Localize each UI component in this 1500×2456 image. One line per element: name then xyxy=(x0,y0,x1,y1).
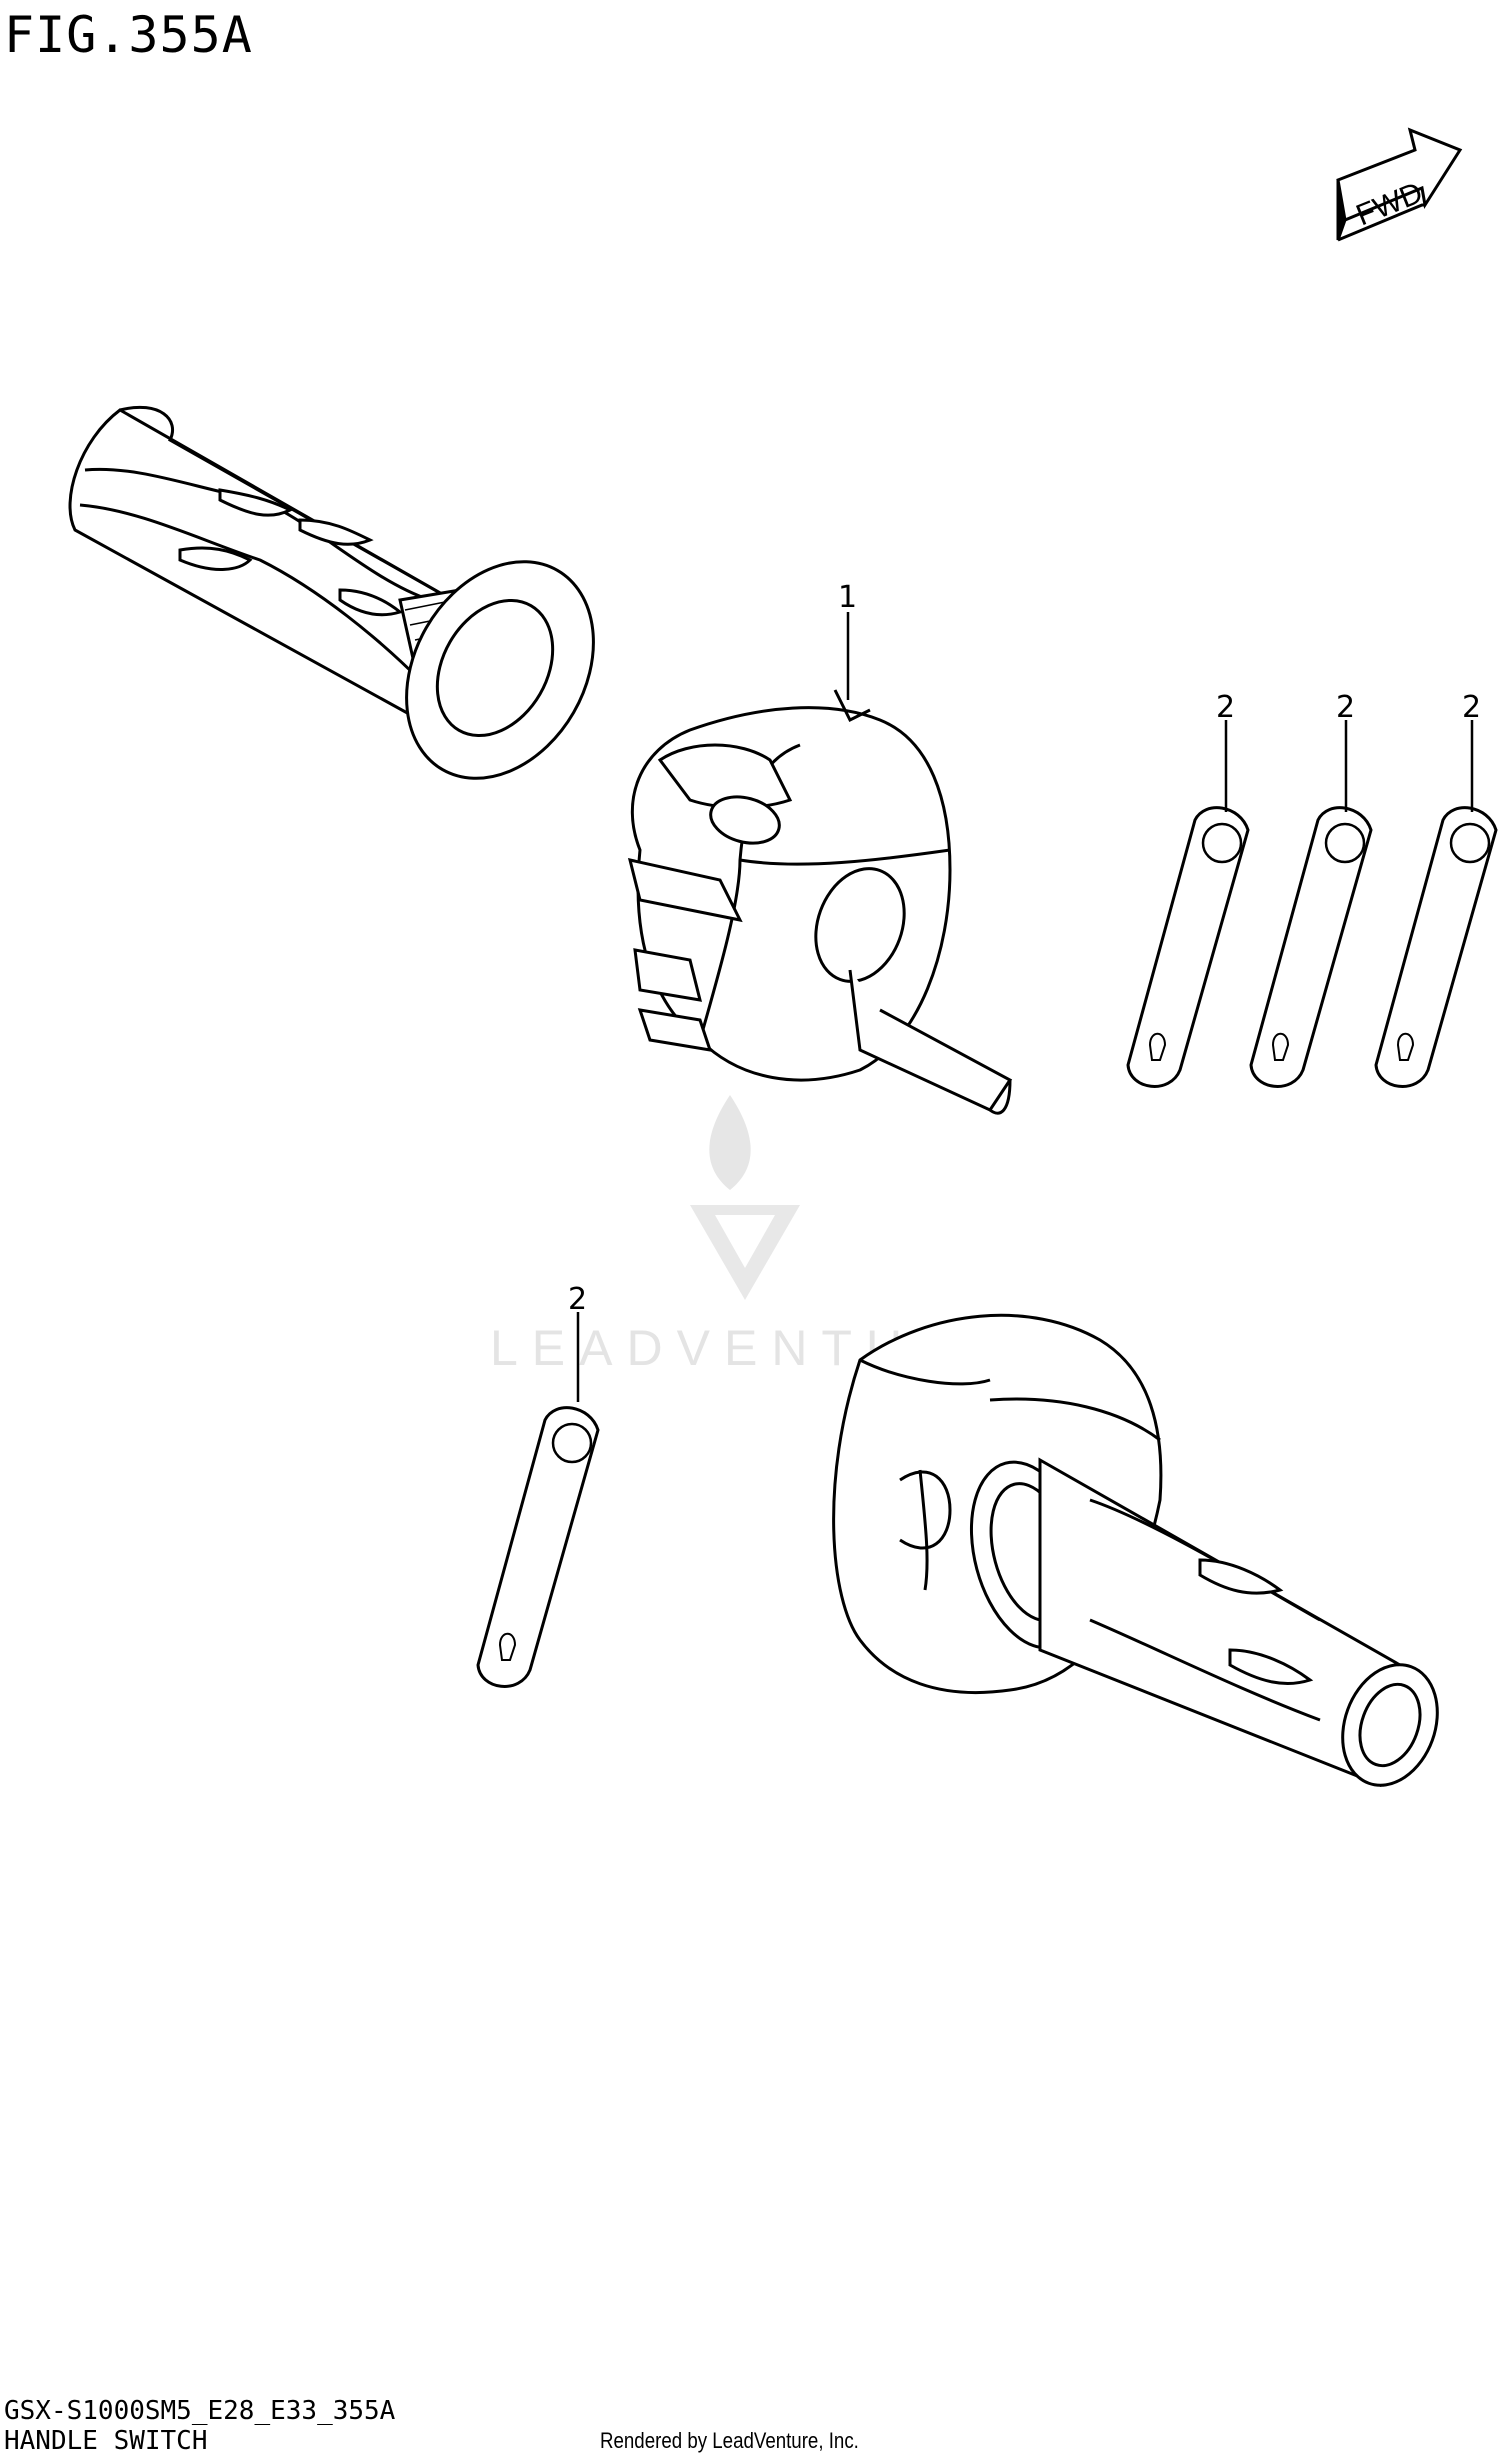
handle-switch-assembly xyxy=(627,689,1013,1115)
right-switch-grip xyxy=(832,1313,1439,1788)
rendered-by-credit: Rendered by LeadVenture, Inc. xyxy=(600,2428,859,2453)
clamp-top-3 xyxy=(1374,806,1498,1088)
fwd-direction-badge: FWD xyxy=(1336,127,1463,242)
callout-2: 2 xyxy=(1216,690,1235,725)
callout-2: 2 xyxy=(1336,690,1355,725)
callout-1: 1 xyxy=(838,580,857,615)
model-code: GSX-S1000SM5_E28_E33_355A xyxy=(4,2396,396,2426)
fwd-arrow-icon xyxy=(1336,127,1463,223)
figure-title: FIG.355A xyxy=(4,6,253,64)
section-name: HANDLE SWITCH xyxy=(4,2426,208,2456)
watermark-v-icon xyxy=(690,1205,800,1300)
left-grip xyxy=(68,405,595,780)
clamp-bottom xyxy=(476,1406,600,1688)
watermark-flame-icon xyxy=(709,1095,751,1190)
clamp-top-2 xyxy=(1249,806,1373,1088)
callout-2: 2 xyxy=(1462,690,1481,725)
leader-lines xyxy=(576,612,1474,1402)
clamp-top-1 xyxy=(1126,806,1250,1088)
callout-2: 2 xyxy=(568,1282,587,1317)
